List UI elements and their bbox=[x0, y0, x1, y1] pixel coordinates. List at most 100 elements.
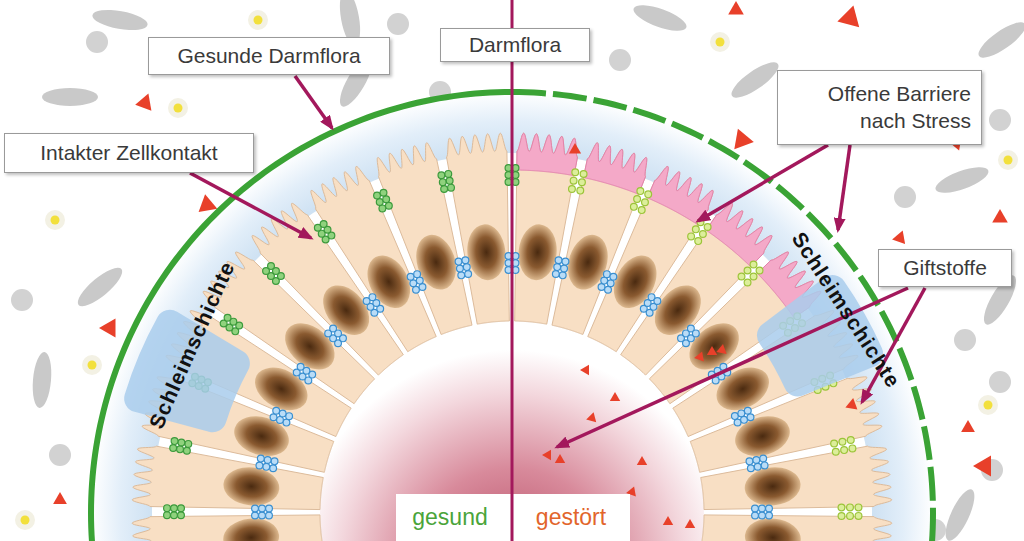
bacterium-halo bbox=[998, 150, 1018, 170]
open-junction bbox=[839, 438, 846, 445]
leader-arrow bbox=[838, 145, 850, 230]
open-junction bbox=[642, 199, 649, 206]
open-junction bbox=[838, 513, 845, 520]
epithelial-cell bbox=[701, 515, 892, 541]
bacterium-coccus bbox=[387, 13, 409, 35]
toxin bbox=[707, 346, 717, 355]
toxin bbox=[555, 454, 565, 463]
tight-junction bbox=[224, 314, 231, 321]
tight-junction bbox=[438, 172, 445, 179]
adherens-junction bbox=[455, 258, 462, 265]
callout-text: Darmflora bbox=[451, 32, 579, 58]
bacterium-halo bbox=[710, 32, 730, 52]
callout-text: Giftstoffe bbox=[889, 255, 1001, 281]
bacterium-core bbox=[88, 361, 97, 370]
open-junction bbox=[744, 279, 751, 286]
epithelial-cell bbox=[132, 515, 323, 541]
toxin bbox=[892, 231, 905, 245]
toxin bbox=[99, 319, 116, 338]
bacterium-rod bbox=[940, 486, 980, 541]
adherens-junction bbox=[277, 416, 284, 423]
toxin bbox=[135, 94, 151, 111]
leader-arrow bbox=[698, 145, 828, 221]
tight-junction bbox=[380, 189, 387, 196]
adherens-junction bbox=[270, 465, 277, 472]
tight-junction bbox=[445, 171, 452, 178]
tight-junction bbox=[448, 184, 455, 191]
bacterium-core bbox=[174, 104, 183, 113]
adherens-junction bbox=[457, 265, 464, 272]
open-junction bbox=[855, 504, 862, 511]
open-junction bbox=[580, 171, 587, 178]
toxin bbox=[716, 344, 726, 354]
adherens-junction bbox=[760, 455, 767, 462]
adherens-junction bbox=[598, 284, 605, 291]
toxin bbox=[663, 516, 673, 525]
cell-nucleus bbox=[562, 230, 615, 295]
epithelial-cell bbox=[701, 446, 892, 509]
bacterium-coccus bbox=[989, 109, 1011, 131]
open-junction bbox=[855, 512, 862, 519]
bacterium-coccus bbox=[86, 31, 108, 53]
adherens-junction bbox=[747, 414, 754, 421]
bacterium-coccus bbox=[49, 444, 71, 466]
adherens-junction bbox=[414, 271, 421, 278]
adherens-junction bbox=[603, 271, 610, 278]
toxin bbox=[586, 412, 596, 422]
toxin bbox=[694, 351, 704, 361]
bacterium-halo bbox=[978, 395, 998, 415]
tight-junction bbox=[446, 177, 453, 184]
open-junction bbox=[756, 267, 763, 274]
cell-nucleus bbox=[222, 465, 282, 508]
adherens-junction bbox=[416, 277, 423, 284]
callout-text: Intakter Zellkontakt bbox=[15, 140, 243, 166]
tight-junction bbox=[374, 192, 381, 199]
tight-junction bbox=[320, 221, 327, 228]
cell-nucleus bbox=[743, 516, 802, 541]
callout-box: Giftstoffe bbox=[878, 249, 1012, 287]
state-label: gesund bbox=[412, 504, 487, 531]
adherens-junction bbox=[407, 273, 414, 280]
adherens-junction bbox=[259, 505, 266, 512]
adherens-junction bbox=[741, 416, 748, 423]
layer-label: Schleimschichte bbox=[144, 258, 239, 433]
state-label: gestört bbox=[536, 504, 606, 531]
bacterium-coccus bbox=[609, 49, 631, 71]
toxin bbox=[685, 519, 695, 528]
tight-junction bbox=[164, 505, 171, 512]
bacterium-rod bbox=[31, 351, 54, 408]
tight-junction bbox=[441, 186, 448, 193]
toxin bbox=[637, 456, 647, 465]
damaged-cell-top bbox=[517, 133, 578, 175]
adherens-junction bbox=[286, 413, 293, 420]
bacterium-core bbox=[51, 216, 60, 225]
bacterium-core bbox=[21, 516, 30, 525]
adherens-junction bbox=[654, 298, 661, 305]
tight-junction bbox=[185, 440, 192, 447]
bacterium-halo bbox=[82, 355, 102, 375]
open-junction bbox=[579, 179, 586, 186]
open-junction bbox=[841, 447, 848, 454]
adherens-junction bbox=[759, 505, 766, 512]
bacterium-coccus bbox=[989, 371, 1011, 393]
open-junction bbox=[704, 224, 711, 231]
open-junction bbox=[699, 231, 706, 238]
tight-junction bbox=[379, 205, 386, 212]
toxin bbox=[53, 492, 67, 504]
damaged-cell-top bbox=[583, 143, 646, 194]
adherens-junction bbox=[753, 457, 760, 464]
adherens-junction bbox=[252, 505, 259, 512]
tight-junction bbox=[178, 439, 185, 446]
tight-junction bbox=[177, 446, 184, 453]
open-junction bbox=[750, 273, 757, 280]
adherens-junction bbox=[266, 505, 273, 512]
toxin bbox=[961, 420, 975, 432]
open-junction bbox=[634, 196, 641, 203]
adherens-junction bbox=[271, 458, 278, 465]
bacterium-halo bbox=[45, 210, 65, 230]
tight-junction bbox=[178, 505, 185, 512]
adherens-junction bbox=[747, 465, 754, 472]
bacterium-rod bbox=[91, 6, 149, 33]
adherens-junction bbox=[297, 363, 304, 370]
cell-nucleus bbox=[229, 410, 294, 463]
